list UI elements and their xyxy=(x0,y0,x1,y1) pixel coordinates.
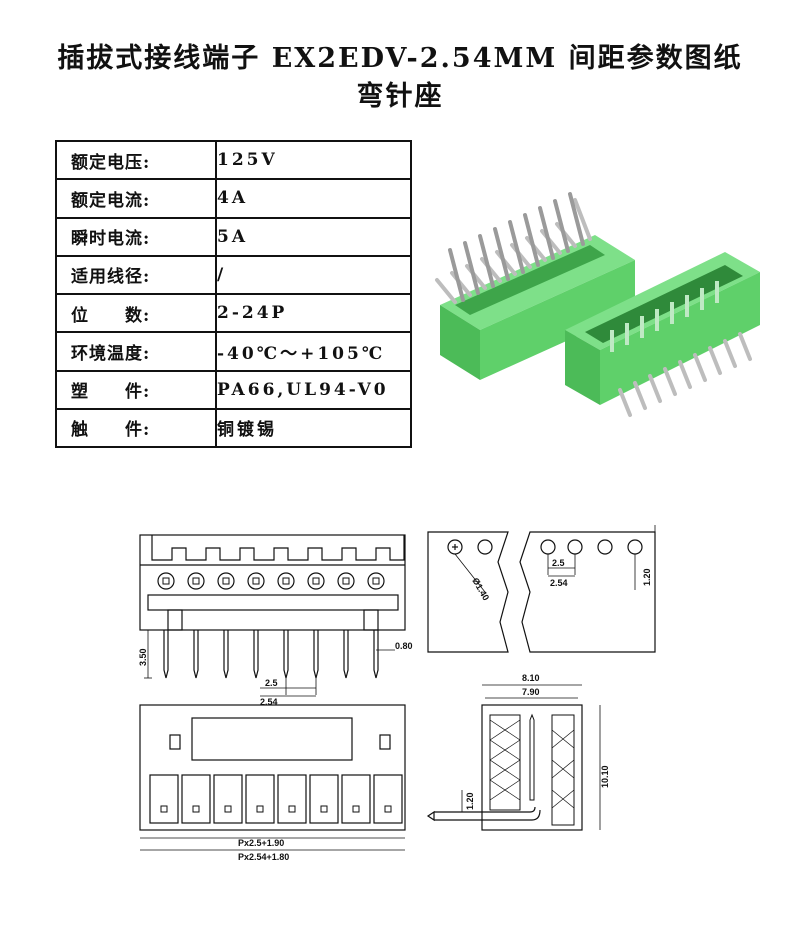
spec-label: 瞬时电流: xyxy=(55,216,217,257)
title-line-1: 插拔式接线端子 EX2EDV-2.54MM 间距参数图纸 xyxy=(57,43,743,74)
dim-pitch-b: 2.54 xyxy=(260,697,278,707)
front-view: 3.50 0.80 2.5 2.54 xyxy=(138,534,413,707)
dim-pin-width: 0.80 xyxy=(395,641,413,651)
spec-row: 适用线径:/ xyxy=(55,254,412,296)
dim-pitch-a: 2.5 xyxy=(265,678,278,688)
spec-value: 4A xyxy=(215,178,412,219)
spec-value: 125V xyxy=(215,139,412,181)
spec-label: 触 件: xyxy=(55,407,217,449)
spec-row: 瞬时电流:5A xyxy=(55,216,412,257)
spec-value: 2-24P xyxy=(215,292,412,334)
top-view: Ø1.40 2.5 2.54 1.20 xyxy=(427,525,656,653)
title-line-2: 弯针座 xyxy=(356,81,444,112)
spec-label: 额定电流: xyxy=(55,178,217,219)
technical-drawing: 3.50 0.80 2.5 2.54 Ø1.40 2.5 2.54 1.20 xyxy=(138,525,656,862)
dim-hole-dia: Ø1.40 xyxy=(470,576,491,602)
spec-row: 触 件:铜镀锡 xyxy=(55,407,412,449)
dim-top-pitch-b: 2.54 xyxy=(550,578,568,588)
dim-total-a: Px2.5+1.90 xyxy=(238,838,284,848)
spec-value: 5A xyxy=(215,216,412,257)
spec-value: PA66,UL94-V0 xyxy=(215,369,412,410)
spec-value: -40℃～+105℃ xyxy=(215,331,412,372)
spec-row: 位 数:2-24P xyxy=(55,292,412,334)
dim-total-b: Px2.54+1.80 xyxy=(238,852,289,862)
connector-right xyxy=(565,252,760,417)
spec-label: 塑 件: xyxy=(55,369,217,410)
spec-row: 塑 件:PA66,UL94-V0 xyxy=(55,369,412,410)
spec-table: 额定电压:125V 额定电流:4A 瞬时电流:5A 适用线径:/ 位 数:2-2… xyxy=(55,139,412,449)
dim-top-pitch-a: 2.5 xyxy=(552,558,565,568)
spec-value: 铜镀锡 xyxy=(215,407,412,449)
spec-value: / xyxy=(215,254,412,296)
page-title: 插拔式接线端子 EX2EDV-2.54MM 间距参数图纸 弯针座 xyxy=(0,40,800,116)
dim-side-offset: 1.20 xyxy=(465,792,475,810)
dim-width-outer: 8.10 xyxy=(522,673,540,683)
connector-left xyxy=(435,192,635,380)
dim-offset: 1.20 xyxy=(642,568,652,586)
product-photo xyxy=(435,192,760,417)
dim-width-inner: 7.90 xyxy=(522,687,540,697)
dim-height: 10.10 xyxy=(600,765,610,788)
bottom-view: Px2.5+1.90 Px2.54+1.80 xyxy=(139,704,406,862)
spec-row: 额定电流:4A xyxy=(55,178,412,219)
spec-row: 额定电压:125V xyxy=(55,139,412,181)
spec-label: 环境温度: xyxy=(55,331,217,372)
spec-label: 位 数: xyxy=(55,292,217,334)
side-view: 8.10 7.90 1.20 10.10 xyxy=(426,673,610,831)
spec-label: 适用线径: xyxy=(55,254,217,296)
spec-row: 环境温度:-40℃～+105℃ xyxy=(55,331,412,372)
spec-label: 额定电压: xyxy=(55,139,217,181)
dim-pin-length: 3.50 xyxy=(138,648,148,666)
